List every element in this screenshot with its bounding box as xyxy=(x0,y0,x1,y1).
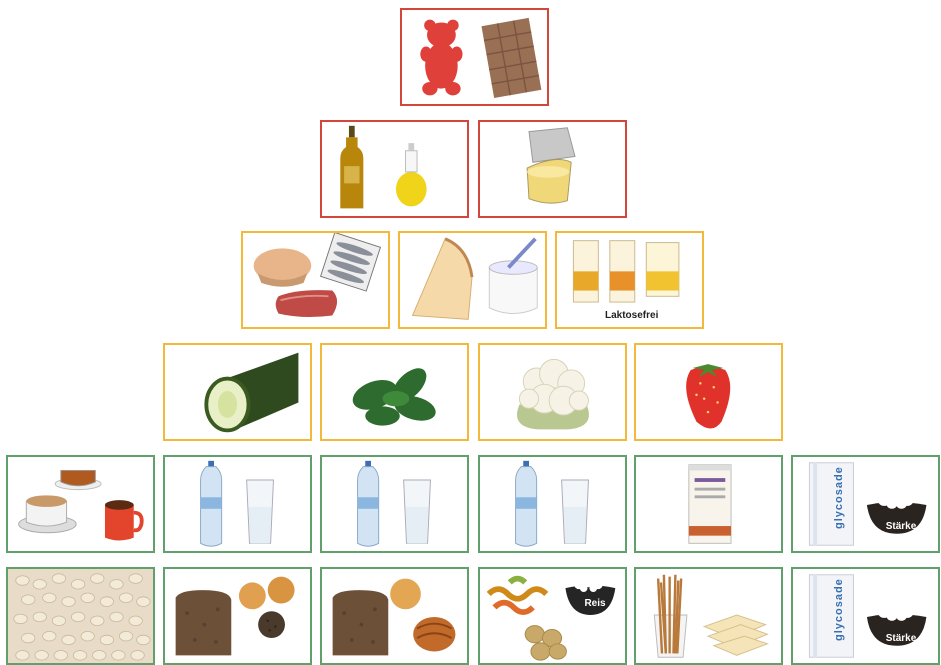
sweets-icon xyxy=(402,10,547,104)
pasta-rice-potatoes-box: Reis xyxy=(478,567,627,665)
glycosade-starch-box-1: glycosade Stärke xyxy=(791,455,940,553)
glycosade-starch-box-2: glycosade Stärke xyxy=(791,567,940,665)
butter-box xyxy=(478,120,627,218)
bread-rolls-box xyxy=(163,567,312,665)
pasta-rice-potatoes-icon xyxy=(480,569,625,663)
lactose-free-box: Laktosefrei xyxy=(555,231,704,329)
oils-box xyxy=(320,120,469,218)
water-box-1 xyxy=(163,455,312,553)
strawberry-icon xyxy=(636,345,781,439)
glycosade-starch-icon xyxy=(793,569,938,663)
spinach-box xyxy=(320,343,469,441)
water-box-2 xyxy=(320,455,469,553)
starch-label: Stärke xyxy=(877,521,925,532)
coffee-tea-icon xyxy=(8,457,153,551)
pretzel-crackers-icon xyxy=(636,569,781,663)
cucumber-icon xyxy=(165,345,310,439)
oat-flakes-icon xyxy=(8,569,153,663)
glycosade-text: glycosade xyxy=(833,466,845,529)
pretzel-crackers-box xyxy=(634,567,783,665)
strawberry-box xyxy=(634,343,783,441)
bread-pastry-box xyxy=(320,567,469,665)
butter-icon xyxy=(480,122,625,216)
glycosade-starch-icon xyxy=(793,457,938,551)
rice-label: Reis xyxy=(576,598,614,609)
cheese-yogurt-icon xyxy=(400,233,545,327)
oil-bottle-icon xyxy=(322,122,467,216)
water-bottle-glass-icon xyxy=(165,457,310,551)
oat-flakes-box xyxy=(6,567,155,665)
water-bottle-glass-icon xyxy=(322,457,467,551)
cauliflower-icon xyxy=(480,345,625,439)
bread-pastry-icon xyxy=(322,569,467,663)
meat-fish-icon xyxy=(243,233,388,327)
powder-tin-icon xyxy=(636,457,781,551)
bread-rolls-icon xyxy=(165,569,310,663)
cucumber-box xyxy=(163,343,312,441)
spinach-icon xyxy=(322,345,467,439)
coffee-tea-box xyxy=(6,455,155,553)
protein-box xyxy=(241,231,390,329)
starch-label: Stärke xyxy=(877,633,925,644)
dairy-box xyxy=(398,231,547,329)
powder-tin-box xyxy=(634,455,783,553)
water-bottle-glass-icon xyxy=(480,457,625,551)
glycosade-text: glycosade xyxy=(833,578,845,641)
cauliflower-box xyxy=(478,343,627,441)
water-box-3 xyxy=(478,455,627,553)
lactose-free-label: Laktosefrei xyxy=(605,310,658,321)
sweets-box xyxy=(400,8,549,106)
